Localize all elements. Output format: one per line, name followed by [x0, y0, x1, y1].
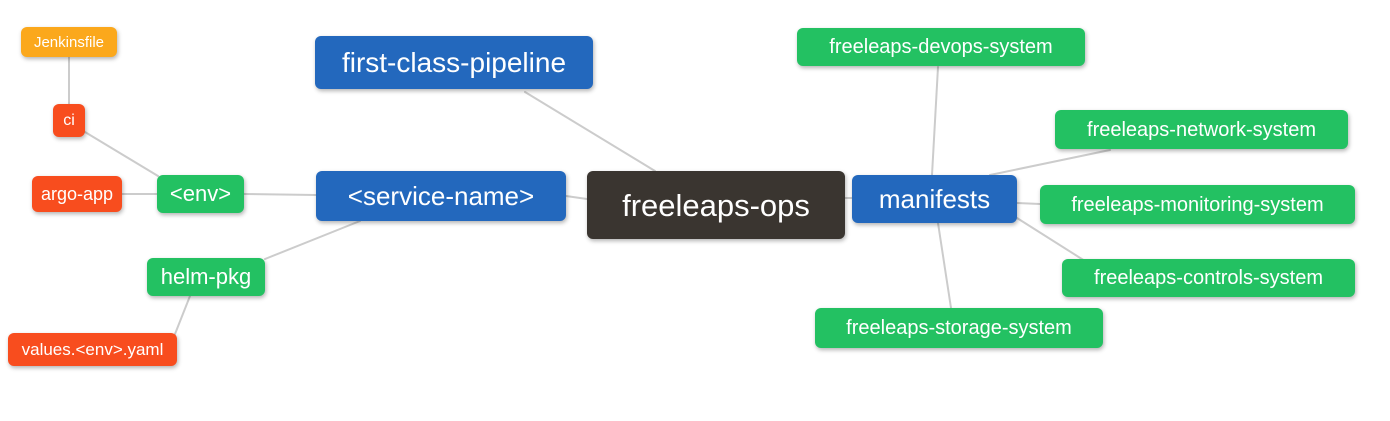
- node-first-class-pipeline[interactable]: first-class-pipeline: [315, 36, 593, 89]
- edge-ci-to-env: [84, 131, 159, 177]
- edge-first-class-pipeline-to-freeleaps-ops: [524, 91, 656, 172]
- edge-manifests-to-freeleaps-storage-system: [937, 222, 952, 309]
- edge-helm-pkg-to-service-name: [264, 220, 361, 260]
- edge-values-env-yaml-to-helm-pkg: [174, 295, 191, 335]
- node-freeleaps-monitoring-system[interactable]: freeleaps-monitoring-system: [1040, 185, 1355, 224]
- node-values-env-yaml[interactable]: values.<env>.yaml: [8, 333, 177, 366]
- node-freeleaps-controls-system[interactable]: freeleaps-controls-system: [1062, 259, 1355, 297]
- edge-service-name-to-freeleaps-ops: [565, 195, 588, 200]
- node-env[interactable]: <env>: [157, 175, 244, 213]
- edge-env-to-service-name: [243, 193, 317, 196]
- node-argo-app[interactable]: argo-app: [32, 176, 122, 212]
- node-ci[interactable]: ci: [53, 104, 85, 137]
- edge-manifests-to-freeleaps-controls-system: [1016, 217, 1086, 262]
- node-manifests[interactable]: manifests: [852, 175, 1017, 223]
- node-freeleaps-ops[interactable]: freeleaps-ops: [587, 171, 845, 239]
- node-freeleaps-devops-system[interactable]: freeleaps-devops-system: [797, 28, 1085, 66]
- edge-manifests-to-freeleaps-devops-system: [931, 66, 939, 176]
- edge-manifests-to-freeleaps-monitoring-system: [1016, 202, 1041, 205]
- node-freeleaps-network-system[interactable]: freeleaps-network-system: [1055, 110, 1348, 149]
- edge-manifests-to-freeleaps-network-system: [989, 149, 1111, 176]
- node-service-name[interactable]: <service-name>: [316, 171, 566, 221]
- node-freeleaps-storage-system[interactable]: freeleaps-storage-system: [815, 308, 1103, 348]
- node-jenkinsfile[interactable]: Jenkinsfile: [21, 27, 117, 57]
- node-helm-pkg[interactable]: helm-pkg: [147, 258, 265, 296]
